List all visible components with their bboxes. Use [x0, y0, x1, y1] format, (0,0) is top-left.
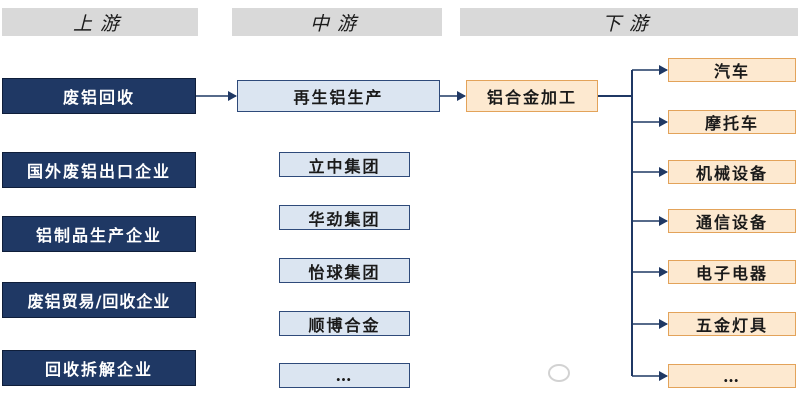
- midstream-company-3: 顺博合金: [279, 311, 410, 336]
- downstream-app-0: 汽车: [668, 58, 796, 82]
- downstream-app-3: 通信设备: [668, 209, 796, 233]
- downstream-app-6: …: [668, 364, 796, 388]
- upstream-box-scrap-recycling: 废铝回收: [2, 78, 196, 114]
- midstream-company-4: …: [279, 363, 410, 388]
- upstream-box-foreign-exporters: 国外废铝出口企业: [2, 152, 196, 188]
- upstream-box-dismantling: 回收拆解企业: [2, 350, 196, 386]
- downstream-box-alloy-processing: 铝合金加工: [466, 80, 598, 112]
- midstream-company-0: 立中集团: [279, 152, 410, 177]
- upstream-box-aluminum-products: 铝制品生产企业: [2, 216, 196, 252]
- header-midstream: 中游: [232, 8, 442, 36]
- downstream-app-1: 摩托车: [668, 110, 796, 134]
- watermark: [548, 360, 788, 386]
- downstream-app-5: 五金灯具: [668, 312, 796, 336]
- upstream-box-scrap-trading: 废铝贸易/回收企业: [2, 282, 196, 318]
- midstream-company-2: 怡球集团: [279, 258, 410, 283]
- downstream-app-4: 电子电器: [668, 260, 796, 284]
- downstream-app-2: 机械设备: [668, 160, 796, 184]
- header-downstream: 下游: [460, 8, 798, 36]
- midstream-company-1: 华劲集团: [279, 205, 410, 230]
- header-upstream: 上游: [2, 8, 198, 36]
- wechat-icon: [548, 364, 570, 382]
- midstream-box-recycled-production: 再生铝生产: [237, 80, 440, 112]
